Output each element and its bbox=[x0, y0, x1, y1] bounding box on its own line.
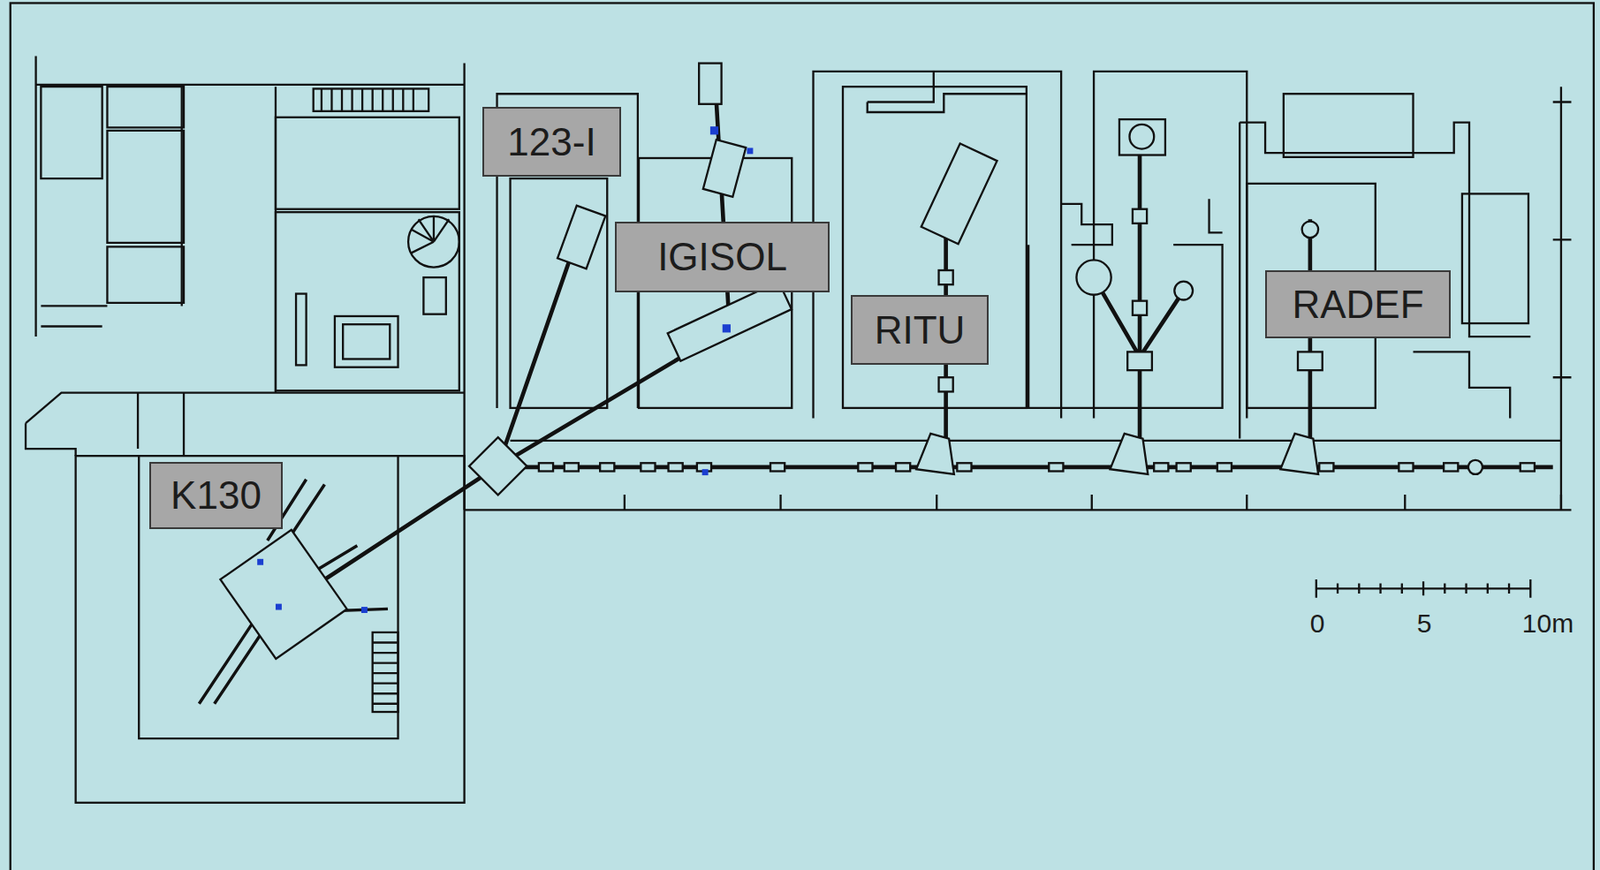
plan-shape bbox=[564, 462, 579, 471]
plan-shape bbox=[1462, 193, 1529, 324]
plan-shape bbox=[668, 462, 683, 471]
plan-shape bbox=[1319, 462, 1334, 471]
equipment bbox=[219, 63, 1535, 660]
plan-shape bbox=[557, 205, 606, 270]
plan-shape bbox=[1302, 221, 1319, 238]
facility-name: 123-I bbox=[507, 122, 596, 162]
plan-shape bbox=[1443, 462, 1458, 471]
plan-shape bbox=[1127, 351, 1153, 371]
facility-name: RITU bbox=[874, 310, 966, 350]
plan-shape bbox=[1316, 579, 1531, 599]
plan-shape bbox=[1048, 462, 1063, 471]
plan-shape bbox=[1176, 462, 1191, 471]
plan-shape bbox=[1110, 433, 1149, 475]
plan-shape bbox=[867, 71, 1027, 113]
blue-markers bbox=[257, 126, 753, 614]
plan-shape bbox=[667, 281, 792, 362]
plan-shape bbox=[257, 559, 264, 566]
plan-shape bbox=[361, 606, 368, 614]
facility-label-box: RITU bbox=[850, 295, 989, 365]
plan-shape bbox=[921, 144, 998, 245]
plan-shape bbox=[895, 462, 910, 471]
facility-label-box: RADEF bbox=[1265, 270, 1451, 339]
plan-shape bbox=[1520, 462, 1535, 471]
plan-shape bbox=[1297, 351, 1323, 371]
plan-shape bbox=[1119, 119, 1166, 155]
plan-shape bbox=[423, 277, 446, 315]
plan-shape bbox=[1280, 433, 1319, 475]
plan-shape bbox=[408, 216, 460, 268]
plan-shape bbox=[10, 2, 1594, 870]
plan-shape bbox=[1129, 124, 1154, 150]
plan-shape bbox=[640, 462, 655, 471]
plan-shape bbox=[722, 324, 731, 333]
plan-shape bbox=[1076, 259, 1111, 295]
plan-shape bbox=[334, 316, 399, 368]
plan-shape bbox=[1239, 122, 1531, 440]
plan-shape bbox=[1174, 281, 1193, 301]
facility-name: K130 bbox=[170, 476, 262, 516]
plan-shape bbox=[321, 88, 414, 111]
plan-shape bbox=[703, 139, 746, 198]
plan-shape bbox=[946, 132, 1311, 468]
plan-shape bbox=[275, 117, 460, 210]
plan-shape bbox=[138, 455, 398, 739]
beamlines bbox=[198, 66, 1553, 705]
facility-name: RADEF bbox=[1291, 285, 1424, 325]
plan-shape bbox=[1093, 71, 1247, 419]
facility-label-box: K130 bbox=[149, 462, 283, 530]
plan-shape bbox=[857, 462, 873, 471]
plan-shape bbox=[1398, 462, 1413, 471]
plan-shape bbox=[939, 377, 954, 392]
walls bbox=[10, 2, 1594, 870]
plan-shape bbox=[916, 433, 955, 475]
plan-shape bbox=[710, 126, 719, 135]
plan-shape bbox=[842, 86, 1027, 409]
plan-shape bbox=[75, 455, 465, 804]
plan-shape bbox=[462, 63, 465, 511]
plan-shape bbox=[1132, 209, 1147, 224]
plan-shape bbox=[219, 530, 347, 660]
plan-shape bbox=[295, 294, 307, 366]
plan-shape bbox=[813, 71, 1062, 419]
plan-shape bbox=[306, 66, 730, 592]
plan-shape bbox=[599, 462, 615, 471]
plan-shape bbox=[342, 324, 390, 359]
plan-shape bbox=[1217, 462, 1232, 471]
plan-shape bbox=[1153, 462, 1168, 471]
scale-label: 0 bbox=[1310, 610, 1326, 637]
scale-bar bbox=[1316, 579, 1531, 599]
plan-shape bbox=[1132, 301, 1147, 316]
plan-shape bbox=[372, 642, 399, 704]
plan-shape bbox=[702, 469, 709, 476]
facility-label-box: IGISOL bbox=[614, 221, 830, 293]
plan-shape bbox=[464, 440, 1572, 511]
plan-shape bbox=[624, 494, 1562, 510]
plan-shape bbox=[411, 216, 450, 254]
facility-name: IGISOL bbox=[657, 237, 788, 277]
plan-shape bbox=[770, 462, 785, 471]
plan-shape bbox=[1468, 460, 1483, 475]
plan-shape bbox=[1337, 583, 1510, 595]
plan-shape bbox=[956, 462, 971, 471]
facility-label-box: 123-I bbox=[482, 106, 622, 177]
plan-shape bbox=[469, 437, 527, 495]
scale-label: 5 bbox=[1417, 610, 1433, 637]
plan-shape bbox=[275, 212, 460, 391]
scale-label: 10m bbox=[1522, 610, 1574, 637]
plan-shape bbox=[500, 465, 1554, 471]
plan-shape bbox=[746, 147, 753, 154]
plan-shape bbox=[939, 270, 954, 285]
plan-shape bbox=[538, 462, 554, 471]
plan-shape bbox=[36, 84, 465, 304]
plan-shape bbox=[1028, 198, 1222, 409]
plan-shape bbox=[25, 393, 465, 457]
plan-shape bbox=[698, 63, 721, 105]
plan-shape bbox=[372, 632, 399, 713]
plan-shape bbox=[313, 88, 429, 111]
plan-shape bbox=[1283, 93, 1414, 158]
plan-shape bbox=[275, 604, 282, 611]
plan-shape bbox=[36, 56, 276, 394]
